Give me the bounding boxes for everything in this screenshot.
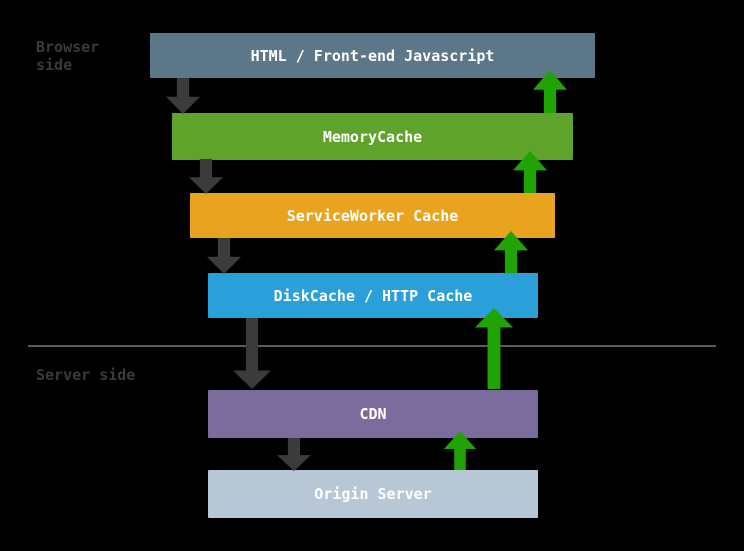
region-divider-line <box>28 345 716 347</box>
layer-memory-cache-label: MemoryCache <box>322 127 423 146</box>
browser-side-label: Browser side <box>36 38 100 74</box>
down-arrow-icon <box>207 238 241 274</box>
layer-html-frontend-js-label: HTML / Front-end Javascript <box>250 46 495 65</box>
down-arrow-icon <box>233 318 271 389</box>
up-arrow-icon <box>475 308 513 389</box>
layer-serviceworker-cache-label: ServiceWorker Cache <box>286 206 459 225</box>
layer-serviceworker-cache: ServiceWorker Cache <box>190 193 555 238</box>
down-arrow-icon <box>166 78 200 114</box>
layer-html-frontend-js: HTML / Front-end Javascript <box>150 33 595 78</box>
server-side-label: Server side <box>36 366 136 384</box>
layer-disk-http-cache: DiskCache / HTTP Cache <box>208 273 538 318</box>
layer-origin-server: Origin Server <box>208 470 538 518</box>
layer-cdn-label: CDN <box>359 405 387 423</box>
layer-cdn: CDN <box>208 390 538 438</box>
down-arrow-icon <box>189 159 223 194</box>
layer-disk-http-cache-label: DiskCache / HTTP Cache <box>273 286 473 305</box>
down-arrow-icon <box>277 438 311 471</box>
layer-memory-cache: MemoryCache <box>172 113 573 160</box>
layer-origin-server-label: Origin Server <box>314 485 432 503</box>
